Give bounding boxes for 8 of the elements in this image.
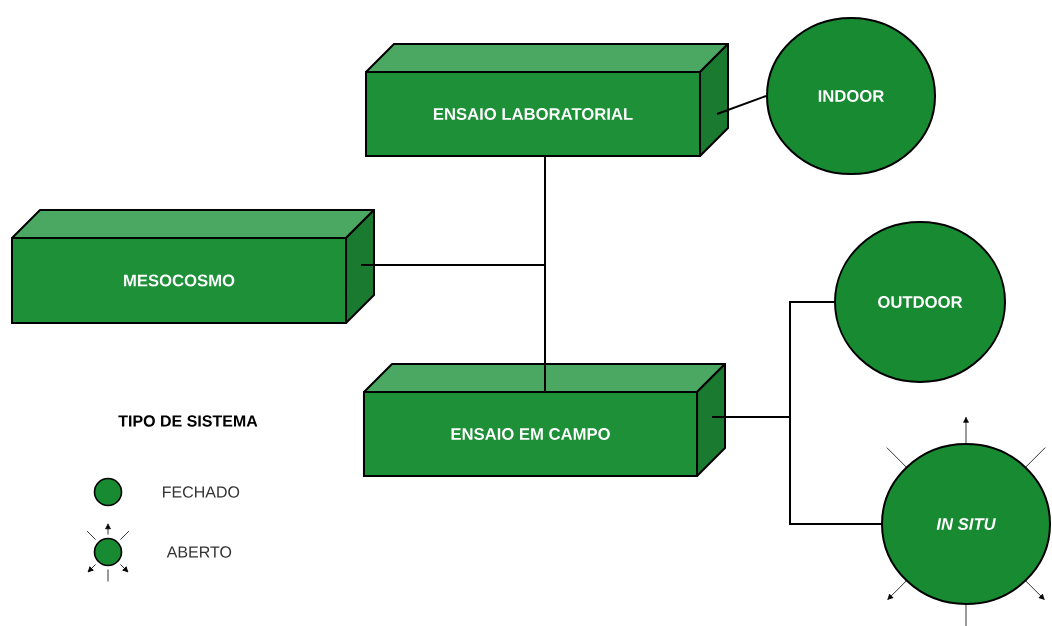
legend-text: FECHADO xyxy=(163,486,240,498)
box-3d: ENSAIO LABORATORIAL xyxy=(365,43,729,157)
legend-text: ABERTO xyxy=(166,546,232,558)
connector-line xyxy=(360,264,546,392)
legend-title: TIPO DE SISTEMA xyxy=(118,415,258,427)
box-3d: MESOCOSMO xyxy=(11,209,375,325)
connector-line xyxy=(711,416,882,525)
box-3d: ENSAIO EM CAMPO xyxy=(362,363,726,477)
